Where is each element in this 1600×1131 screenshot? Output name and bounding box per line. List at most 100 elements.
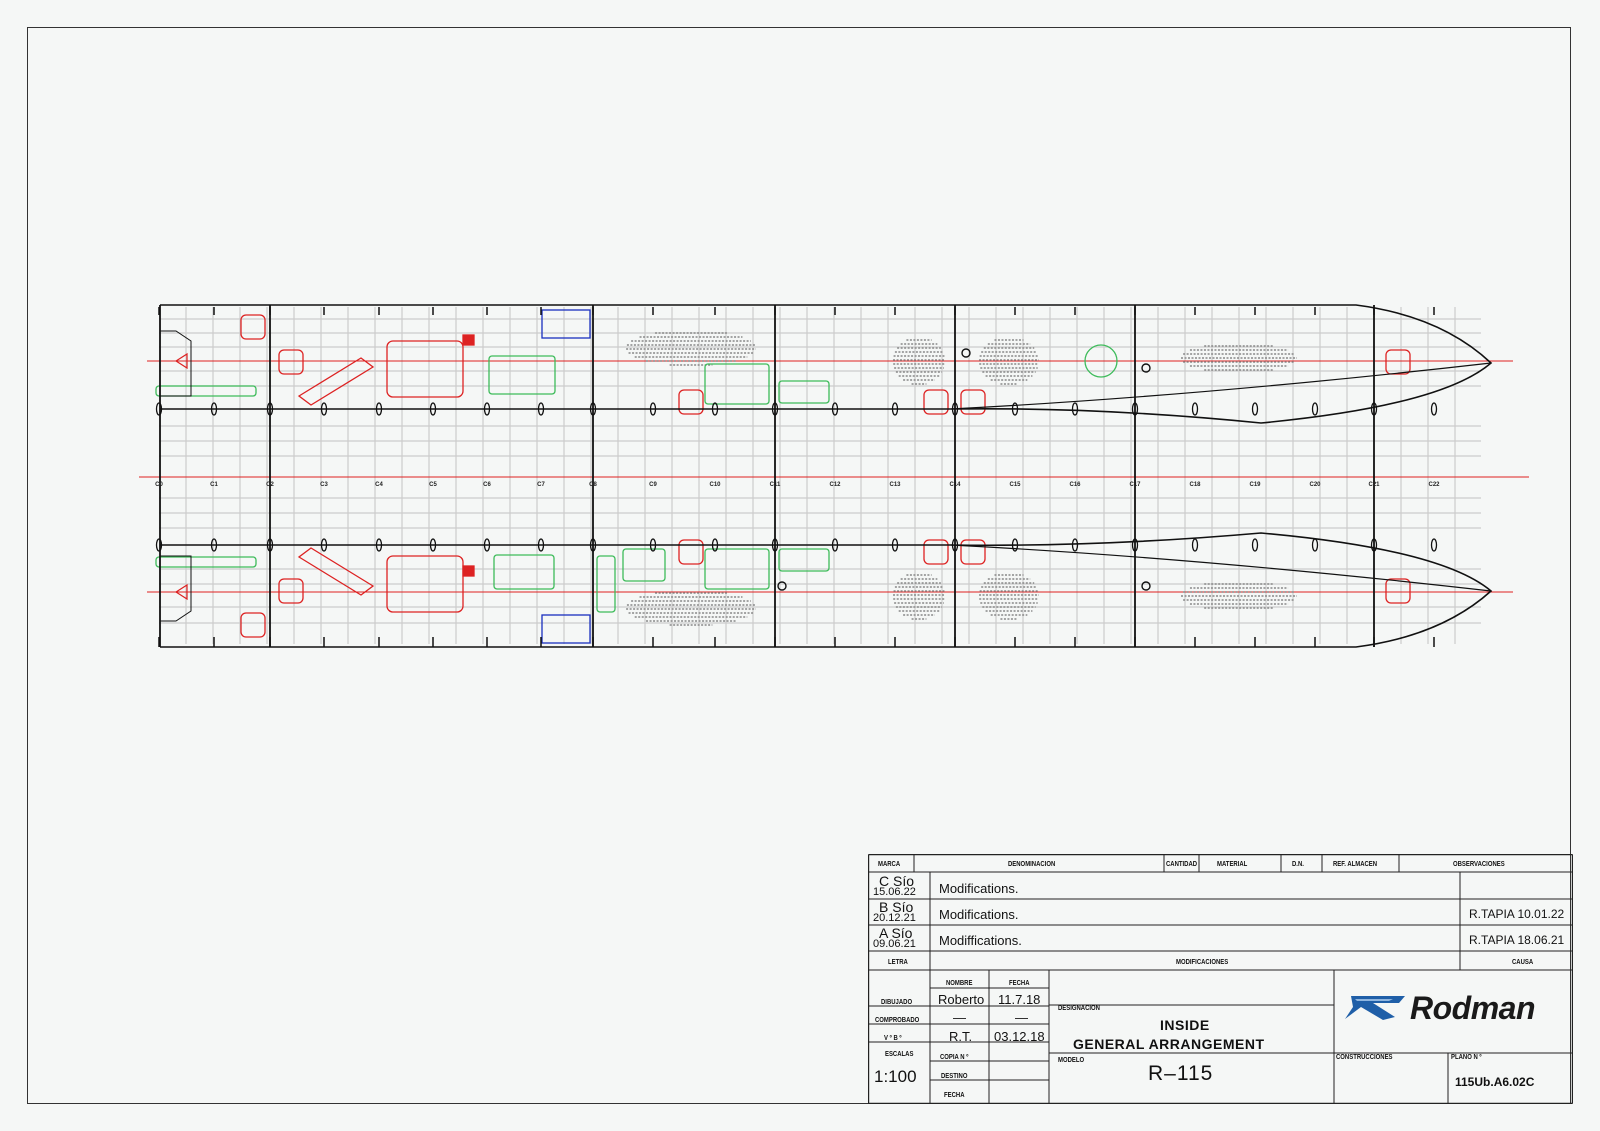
hdr-letra: LETRA (888, 959, 908, 966)
frame-label: C5 (429, 482, 437, 488)
dibujado-nombre: Roberto (938, 992, 985, 1007)
frame-label: C1 (210, 482, 218, 488)
engine-starboard (386, 555, 464, 613)
machinery-unit (704, 548, 770, 590)
lbl-vb: V º B º (884, 1035, 902, 1042)
perforated-plate (626, 592, 756, 626)
rudder-starboard (174, 583, 188, 601)
rev-a-date: 09.06.21 (873, 938, 916, 950)
model-value: R–115 (1148, 1062, 1214, 1085)
hdr-cantidad: CANTIDAD (1166, 861, 1198, 868)
lbl-construcciones: CONSTRUCCIONES (1336, 1054, 1393, 1061)
frame-label: C10 (709, 482, 721, 488)
engine-fitting (462, 565, 475, 577)
keel-line-upper (950, 362, 1492, 410)
hull-outline (155, 304, 1493, 648)
access-hatch (278, 349, 304, 375)
frame-slot (1251, 538, 1259, 552)
frame-label: C2 (266, 482, 274, 488)
hdr-ref-almacen: REF. ALMACEN (1333, 861, 1378, 868)
rev-b-date: 20.12.21 (873, 912, 916, 924)
machinery-unit (778, 380, 830, 404)
hull-upper-outline (160, 304, 1493, 424)
round-hatch (1084, 344, 1118, 378)
frame-slot (1131, 538, 1139, 552)
lbl-comprobado: COMPROBADO (875, 1017, 920, 1024)
rudder-port (174, 352, 188, 370)
plan-number: 115Ub.A6.02C (1455, 1075, 1535, 1089)
hdr-modificaciones: MODIFICACIONES (1176, 959, 1229, 966)
machinery-unit (622, 548, 666, 582)
frame-label: C22 (1428, 482, 1440, 488)
rev-c-letter: C Sío (879, 873, 915, 889)
machinery-unit (155, 556, 257, 568)
access-hatch (960, 389, 986, 415)
frame-label: C21 (1368, 482, 1380, 488)
frame-slot (1191, 402, 1199, 416)
rev-b-cause: R.TAPIA 10.01.22 (1469, 907, 1565, 921)
lbl-destino: DESTINO (941, 1073, 968, 1080)
access-hatch (678, 389, 704, 415)
vb-fecha: 03.12.18 (994, 1029, 1045, 1044)
hdr-fecha: FECHA (1009, 980, 1030, 987)
access-hatch (923, 539, 949, 565)
hdr-causa: CAUSA (1512, 959, 1534, 966)
deck-fitting (1141, 363, 1151, 373)
perforated-plate (626, 332, 756, 366)
frame-slot (1071, 402, 1079, 416)
frame-slot (1311, 402, 1319, 416)
keel-line-lower (950, 544, 1492, 592)
designation-line2: GENERAL ARRANGEMENT (1073, 1036, 1265, 1052)
title-block-lines (868, 854, 1573, 1104)
lbl-copia: COPIA N º (940, 1054, 969, 1061)
perforated-plate (979, 339, 1039, 385)
frame-label: C7 (537, 482, 545, 488)
machinery-unit (493, 554, 555, 590)
machinery-unit (596, 555, 616, 613)
frame-label: C19 (1249, 482, 1261, 488)
frame-label: C13 (889, 482, 901, 488)
title-block: MARCA DENOMINACION CANTIDAD MATERIAL D.N… (868, 854, 1573, 1104)
tank-starboard (541, 614, 591, 644)
frame-slot (1311, 538, 1319, 552)
exhaust-duct-port (297, 357, 375, 406)
frame-label: C0 (155, 482, 163, 488)
frame-label: C15 (1009, 482, 1021, 488)
deck-fitting (777, 581, 787, 591)
rev-b-letter: B Sío (879, 899, 914, 915)
frame-label: C17 (1129, 482, 1141, 488)
scale-value: 1:100 (874, 1067, 917, 1086)
comprobado-nombre: — (953, 1010, 966, 1025)
lbl-plano: PLANO N º (1451, 1054, 1482, 1061)
hdr-dn: D.N. (1292, 861, 1304, 868)
hdr-material: MATERIAL (1217, 861, 1248, 868)
frame-slot (1131, 402, 1139, 416)
hull-lower-outline (160, 532, 1493, 648)
tank-port (541, 309, 591, 339)
frame-label: C8 (589, 482, 597, 488)
frame-label: C12 (829, 482, 841, 488)
transom-recess (160, 330, 192, 397)
access-hatch (1385, 578, 1411, 604)
frame-label: C16 (1069, 482, 1081, 488)
frame-label: C4 (375, 482, 383, 488)
rev-c-date: 15.06.22 (873, 886, 916, 898)
dibujado-fecha: 11.7.18 (998, 992, 1041, 1007)
designation-line1: INSIDE (1160, 1017, 1210, 1033)
deck-fitting (1141, 581, 1151, 591)
rev-a-cause: R.TAPIA 18.06.21 (1469, 933, 1565, 947)
hdr-marca: MARCA (878, 861, 901, 868)
frame-label: C14 (949, 482, 961, 488)
lbl-dibujado: DIBUJADO (881, 999, 913, 1006)
perforated-plate (1181, 345, 1297, 371)
access-hatch (960, 539, 986, 565)
engine-port (386, 340, 464, 398)
access-hatch (678, 539, 704, 565)
frame-slot (1430, 402, 1438, 416)
hdr-denominacion: DENOMINACION (1008, 861, 1056, 868)
machinery-unit (778, 548, 830, 572)
rev-c-description: Modifications. (939, 881, 1019, 896)
frame-slot (1430, 538, 1438, 552)
